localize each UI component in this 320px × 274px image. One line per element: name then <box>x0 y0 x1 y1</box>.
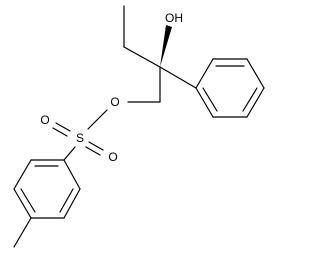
tolyl-double-3 <box>59 188 74 213</box>
bond-s-o-double-b <box>52 127 68 137</box>
bond-ch2-stereocenter <box>123 46 161 68</box>
bond-o-s <box>87 109 108 130</box>
phenyl-double-3 <box>202 87 218 112</box>
tolyl-bond-6 <box>63 159 81 190</box>
tolyl-double-2 <box>20 188 36 213</box>
bond-s-o-double-a <box>55 122 71 132</box>
bond-s-o2-double-b <box>85 146 101 156</box>
hydroxyl-label: OH <box>165 11 183 25</box>
sulfonyl-oxygen-left-label: O <box>40 113 49 127</box>
tolyl-bond-2 <box>13 159 32 190</box>
ester-oxygen-label: O <box>110 95 119 109</box>
sulfonyl-oxygen-right-label: O <box>108 150 117 164</box>
molecule-diagram: OH O S O O <box>13 5 265 248</box>
wedge-bond-oh <box>160 25 172 67</box>
bond-s-tolyl <box>63 146 76 161</box>
tolyl-bond-3 <box>13 188 32 219</box>
phenyl-bond-4 <box>246 87 265 118</box>
phenyl-ring <box>195 58 265 118</box>
phenyl-bond-3 <box>246 58 265 89</box>
phenyl-bond-1 <box>195 58 214 89</box>
tolyl-ring <box>13 159 81 219</box>
bond-tolyl-methyl <box>13 217 32 248</box>
phenyl-double-2 <box>242 87 258 112</box>
phenyl-bond-6 <box>195 87 214 118</box>
bond-stereocenter-phenyl <box>159 66 197 89</box>
tolyl-bond-5 <box>63 188 81 219</box>
sulfur-label: S <box>76 131 84 145</box>
bond-s-o2-double-a <box>88 141 104 151</box>
